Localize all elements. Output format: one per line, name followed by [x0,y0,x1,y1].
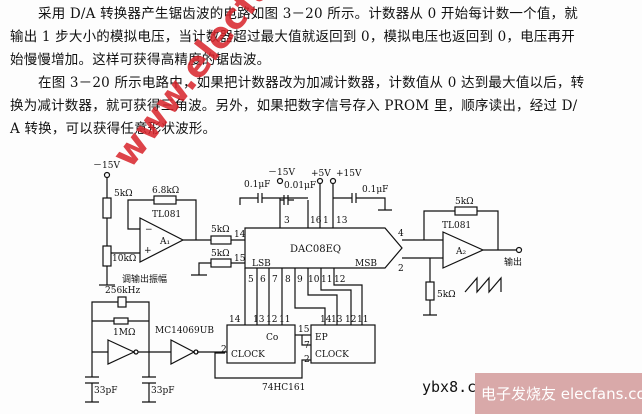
svg-text:CLOCK: CLOCK [315,350,349,360]
svg-text:1: 1 [323,216,329,226]
resistor-6.8k [153,195,177,205]
svg-text:2: 2 [304,355,310,365]
logo: 电子发烧友 elecfans.com [475,373,642,414]
svg-text:10: 10 [308,275,320,285]
svg-text:7: 7 [304,341,310,351]
svg-text:13: 13 [331,315,343,325]
inverter-2 [170,339,196,365]
svg-text:A₁: A₁ [159,237,170,247]
counter-chip-2 [310,324,376,364]
svg-text:15: 15 [234,254,246,264]
svg-text:14: 14 [229,315,241,325]
text-line: A 转换，可以获得任意形状波形。 [10,121,217,137]
svg-text:EP: EP [315,333,328,343]
svg-text:LSB: LSB [252,259,271,269]
dac08-chip [244,227,403,269]
svg-text:8: 8 [285,275,291,285]
svg-text:0.1μF: 0.1μF [362,185,388,195]
svg-text:5: 5 [248,275,254,285]
svg-text:MC14069UB: MC14069UB [155,326,214,336]
inverter-1 [107,339,136,365]
svg-text:TL081: TL081 [152,210,181,220]
crystal [117,296,127,308]
svg-text:－15V: －15V [268,168,295,178]
opamp-a1 [139,217,185,263]
svg-text:11: 11 [357,315,368,325]
text-line: 换为减计数器，就可获得三角波。另外，如果把数字信号存入 PROM 里，顺序读出，… [10,98,578,114]
svg-text:+15V: +15V [336,169,362,179]
svg-text:9: 9 [297,275,303,285]
svg-text:13: 13 [336,216,348,226]
svg-text:16: 16 [310,216,322,226]
svg-text:11: 11 [321,275,332,285]
svg-text:CLOCK: CLOCK [231,350,265,360]
svg-text:74HC161: 74HC161 [262,383,305,393]
svg-text:+5V: +5V [311,169,331,179]
svg-text:2: 2 [398,264,404,274]
svg-text:4: 4 [398,229,404,239]
svg-text:14: 14 [320,315,332,325]
svg-text:12: 12 [266,315,277,325]
svg-text:33pF: 33pF [94,386,117,396]
svg-text:−: − [145,225,153,235]
site-label: ybx8.cn [422,378,486,396]
svg-text:5kΩ: 5kΩ [437,290,456,300]
svg-text:+: + [144,246,152,256]
svg-text:14: 14 [234,230,246,240]
svg-text:10kΩ: 10kΩ [112,254,136,264]
svg-text:输出: 输出 [504,256,522,268]
resistor-5k [102,197,112,219]
text-line: 输出 1 步大小的模拟电压，当计数器超过最大值就返回到 0，模拟电压也返回到 0… [10,29,575,45]
svg-text:5kΩ: 5kΩ [114,189,133,199]
svg-text:13: 13 [253,315,265,325]
svg-text:12: 12 [334,275,345,285]
svg-text:5kΩ: 5kΩ [455,197,474,207]
counter-chip-1 [226,324,296,364]
svg-text:6.8kΩ: 6.8kΩ [152,186,179,196]
svg-text:11: 11 [279,315,290,325]
svg-text:6: 6 [260,275,266,285]
svg-text:256kHz: 256kHz [105,286,140,296]
svg-text:A₂: A₂ [455,247,466,257]
svg-text:Co: Co [266,333,278,343]
svg-text:TL081: TL081 [442,221,471,231]
svg-text:5kΩ: 5kΩ [211,249,230,259]
svg-text:2: 2 [221,345,227,355]
svg-text:DAC08EQ: DAC08EQ [290,244,341,255]
opamp-a2 [442,231,485,269]
text-line: 采用 D/A 转换器产生锯齿波的电路如图 3－20 所示。计数器从 0 开始每计… [38,6,578,22]
text-line: 在图 3－20 所示电路中，如果把计数器改为加减计数器，计数值从 0 达到最大值… [38,75,585,91]
svg-text:1MΩ: 1MΩ [113,328,135,338]
dac-bottom-pin-labels: 5 6 7 8 9 10 11 12 [248,275,345,285]
svg-text:3: 3 [284,216,290,226]
potentiometer [102,245,112,267]
svg-text:0.01μF: 0.01μF [284,181,316,191]
sawtooth-waveform [464,276,502,294]
svg-text:15: 15 [298,325,310,335]
svg-text:7: 7 [272,275,278,285]
svg-text:5kΩ: 5kΩ [211,225,230,235]
svg-text:调输出振幅: 调输出振幅 [122,273,167,285]
svg-text:33pF: 33pF [151,386,174,396]
svg-text:0.1μF: 0.1μF [244,180,270,190]
text-line: 始慢慢增加。这样可获得高精度的锯齿波。 [10,52,271,68]
svg-text:MSB: MSB [355,259,377,269]
svg-text:12: 12 [345,315,356,325]
supply-label: －15V [93,161,120,171]
